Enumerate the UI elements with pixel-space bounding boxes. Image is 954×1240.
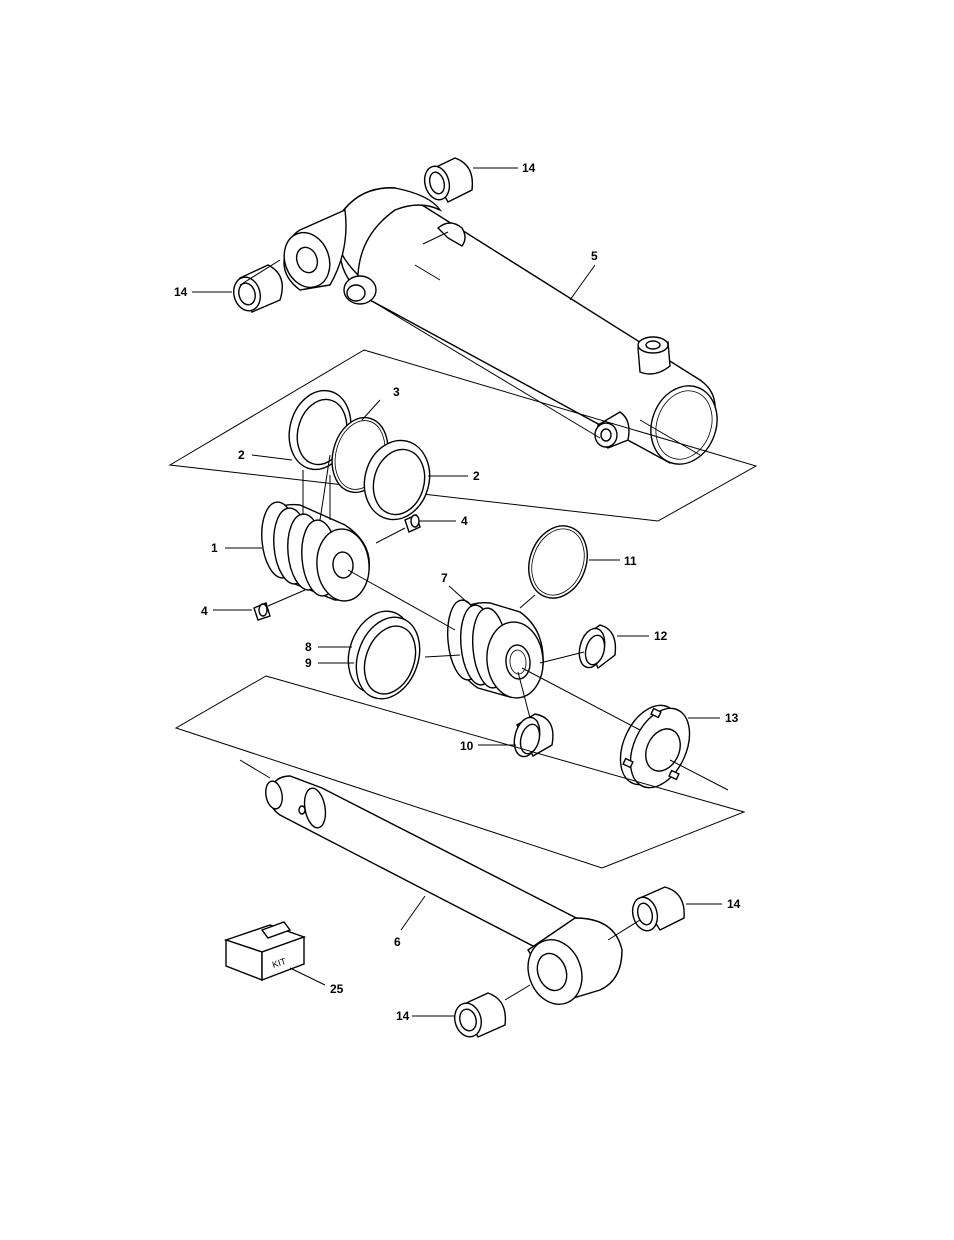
wiper-12 [575, 625, 615, 670]
o-ring-11 [519, 518, 597, 607]
kit-box-25: KIT [226, 922, 304, 980]
callout-12: 12 [654, 629, 668, 643]
callout-6: 6 [394, 935, 401, 949]
piston-1 [259, 501, 372, 604]
bushing-bottom-left [451, 993, 505, 1040]
callout-2-left: 2 [238, 448, 245, 462]
bushing-bottom-right [629, 887, 684, 934]
callout-8: 8 [305, 640, 312, 654]
callout-14-bottom-left: 14 [396, 1009, 410, 1023]
callout-10: 10 [460, 739, 474, 753]
bushing-top-right [421, 158, 472, 203]
head-gland-7 [445, 599, 547, 701]
callout-9: 9 [305, 656, 312, 670]
rod-seal-10 [510, 714, 553, 759]
callout-11: 11 [624, 554, 637, 568]
callout-2-right: 2 [473, 469, 480, 483]
bushing-top-left [230, 265, 282, 314]
callout-4-top: 4 [461, 514, 468, 528]
set-screw-4-top [405, 515, 420, 532]
callout-7: 7 [441, 571, 448, 585]
set-screw-4-bottom [254, 603, 270, 620]
callout-3: 3 [393, 385, 400, 399]
rod-6 [264, 776, 622, 1012]
callout-14-top-left: 14 [174, 285, 188, 299]
callout-13: 13 [725, 711, 739, 725]
callout-5: 5 [591, 249, 598, 263]
seal-8-9 [337, 602, 430, 707]
callout-4-bottom: 4 [201, 604, 208, 618]
callout-14-top-right: 14 [522, 161, 536, 175]
callout-14-bottom-right: 14 [727, 897, 741, 911]
callout-25: 25 [330, 982, 344, 996]
lock-nut-13 [609, 696, 702, 797]
callout-1: 1 [211, 541, 218, 555]
